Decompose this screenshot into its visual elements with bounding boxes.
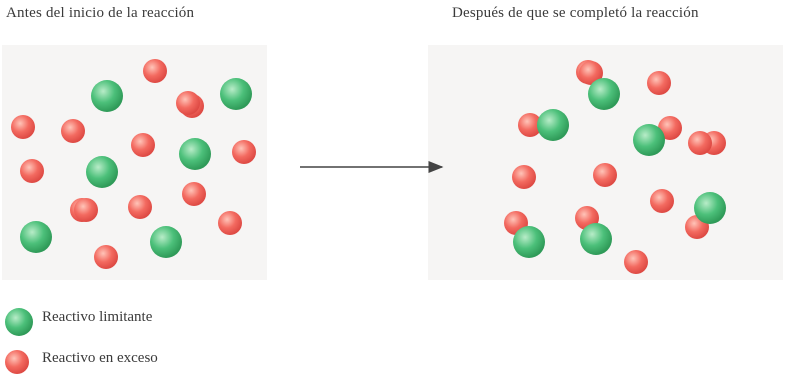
bound-limiting-reactant-molecule xyxy=(694,192,726,224)
limiting-reactant-molecule xyxy=(86,156,118,188)
excess-reactant-molecule xyxy=(131,133,155,157)
excess-reactant-molecule xyxy=(688,131,712,155)
excess-reactant-molecule xyxy=(647,71,671,95)
excess-reactant-legend-swatch xyxy=(5,350,29,374)
after-molecules xyxy=(504,60,726,274)
excess-reactant-molecule xyxy=(143,59,167,83)
bound-limiting-reactant-molecule xyxy=(633,124,665,156)
excess-reactant-molecule xyxy=(624,250,648,274)
bound-limiting-reactant-molecule xyxy=(513,226,545,258)
excess-reactant-molecule xyxy=(94,245,118,269)
before-molecules xyxy=(11,59,256,269)
excess-reactant-molecule xyxy=(182,182,206,206)
excess-reactant-molecule xyxy=(218,211,242,235)
bound-limiting-reactant-molecule xyxy=(580,223,612,255)
legend-limiting-reactant: Reactivo limitante xyxy=(42,309,152,326)
excess-reactant-molecule xyxy=(20,159,44,183)
excess-reactant-molecule xyxy=(11,115,35,139)
legend-limiting-label: Reactivo limitante xyxy=(42,309,153,325)
excess-reactant-molecule xyxy=(512,165,536,189)
excess-reactant-molecule xyxy=(176,91,200,115)
bound-limiting-reactant-molecule xyxy=(537,109,569,141)
limiting-reactant-molecule xyxy=(220,78,252,110)
bound-excess-reactant-molecule xyxy=(579,61,603,85)
bound-excess-reactant-molecule xyxy=(518,113,542,137)
bound-excess-reactant-molecule xyxy=(658,116,682,140)
bound-limiting-reactant-molecule xyxy=(588,78,620,110)
limiting-reactant-molecule xyxy=(179,138,211,170)
limiting-reactant-molecule xyxy=(91,80,123,112)
limiting-reactant-legend-swatch xyxy=(5,308,33,336)
limiting-reactant-molecule xyxy=(20,221,52,253)
excess-reactant-molecule xyxy=(128,195,152,219)
legend-excess-label: Reactivo en exceso xyxy=(42,350,158,366)
limiting-reactant-molecule xyxy=(150,226,182,258)
excess-reactant-molecule xyxy=(232,140,256,164)
before-reaction-heading: Antes del inicio de la reacción xyxy=(6,5,195,21)
excess-reactant-molecule xyxy=(593,163,617,187)
excess-reactant-molecule xyxy=(650,189,674,213)
excess-reactant-molecule xyxy=(61,119,85,143)
excess-reactant-molecule xyxy=(74,198,98,222)
legend-excess-reactant: Reactivo en exceso xyxy=(42,350,158,367)
after-reaction-heading: Después de que se completó la reacción xyxy=(452,5,699,21)
